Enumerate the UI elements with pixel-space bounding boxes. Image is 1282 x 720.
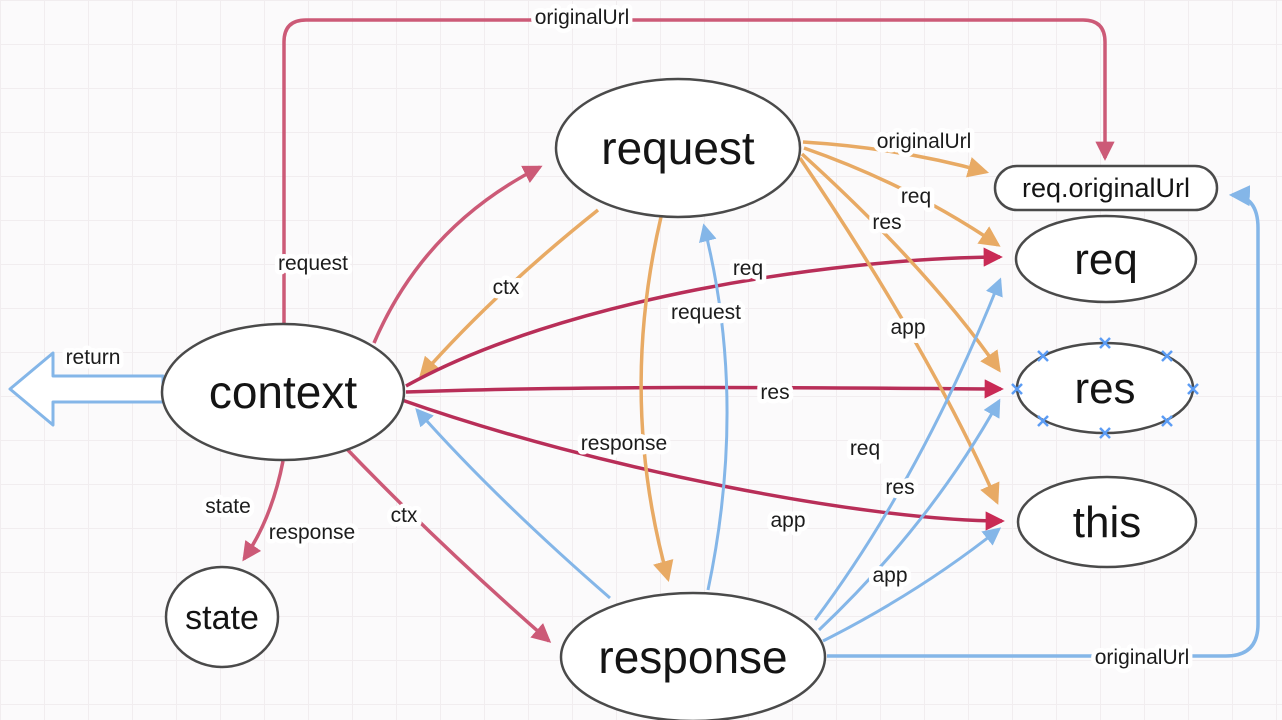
edge-context-to-request[interactable] bbox=[372, 165, 543, 344]
node-request[interactable]: request bbox=[554, 77, 802, 219]
edge-context-to-res[interactable] bbox=[405, 379, 1004, 399]
label-request-red: request bbox=[278, 252, 348, 275]
node-this[interactable]: this bbox=[1016, 475, 1198, 569]
edge-context-to-req[interactable] bbox=[405, 247, 1003, 388]
label-originalurl-top: originalUrl bbox=[535, 6, 630, 29]
label-res-orange: res bbox=[872, 211, 901, 234]
node-req[interactable]: req bbox=[1014, 214, 1198, 304]
node-state[interactable]: state bbox=[164, 565, 280, 669]
edge-request-to-response[interactable] bbox=[639, 216, 674, 583]
edge-context-to-state[interactable] bbox=[242, 460, 285, 562]
edge-request-to-req-originalurl[interactable] bbox=[802, 140, 990, 178]
node-req-label: req bbox=[1074, 235, 1138, 284]
node-context-label: context bbox=[209, 366, 358, 418]
label-app-red: app bbox=[770, 509, 805, 532]
edge-response-to-req-originalurl[interactable] bbox=[827, 185, 1260, 658]
return-block-arrow[interactable] bbox=[8, 351, 165, 427]
res-selection-handles[interactable] bbox=[1011, 337, 1199, 439]
edge-response-to-res[interactable] bbox=[817, 398, 1001, 632]
label-request-blue: request bbox=[671, 301, 741, 324]
edge-request-to-res[interactable] bbox=[800, 152, 1001, 373]
node-req-originalurl[interactable]: req.originalUrl bbox=[993, 164, 1219, 212]
edge-request-to-req[interactable] bbox=[803, 146, 1001, 247]
label-req-red: req bbox=[733, 257, 763, 280]
label-response-orange: response bbox=[581, 432, 667, 455]
label-ctx-blue: ctx bbox=[391, 504, 418, 527]
edge-response-to-this-app[interactable] bbox=[822, 527, 1002, 643]
edge-context-to-req-originalurl[interactable] bbox=[282, 18, 1115, 325]
label-res-red: res bbox=[760, 381, 789, 404]
label-res-blue: res bbox=[885, 476, 914, 499]
label-originalurl-orange: originalUrl bbox=[877, 130, 972, 153]
node-context[interactable]: context bbox=[160, 322, 406, 462]
node-request-label: request bbox=[601, 122, 755, 174]
node-state-label: state bbox=[185, 599, 259, 637]
edge-context-to-response[interactable] bbox=[342, 444, 552, 643]
edge-response-to-context-ctx[interactable] bbox=[415, 407, 611, 600]
node-response-label: response bbox=[598, 631, 787, 683]
node-this-label: this bbox=[1073, 498, 1141, 547]
label-response-red: response bbox=[269, 521, 355, 544]
label-req-blue: req bbox=[850, 437, 880, 460]
label-req-orange: req bbox=[901, 185, 931, 208]
label-return: return bbox=[66, 346, 121, 369]
label-app-blue: app bbox=[872, 564, 907, 587]
edge-request-to-this-app[interactable] bbox=[798, 157, 1000, 505]
edge-request-to-context-ctx[interactable] bbox=[418, 208, 600, 379]
edge-response-to-req[interactable] bbox=[813, 277, 1003, 621]
edge-context-to-this-app[interactable] bbox=[401, 398, 1005, 531]
edge-response-to-request[interactable] bbox=[699, 223, 729, 591]
label-originalurl-blue: originalUrl bbox=[1095, 646, 1190, 669]
node-req-originalurl-label: req.originalUrl bbox=[1022, 173, 1190, 203]
label-state-red: state bbox=[205, 495, 251, 518]
node-res-label: res bbox=[1074, 364, 1135, 413]
label-app-orange: app bbox=[890, 316, 925, 339]
node-response[interactable]: response bbox=[559, 591, 827, 720]
label-ctx-orange: ctx bbox=[493, 276, 520, 299]
